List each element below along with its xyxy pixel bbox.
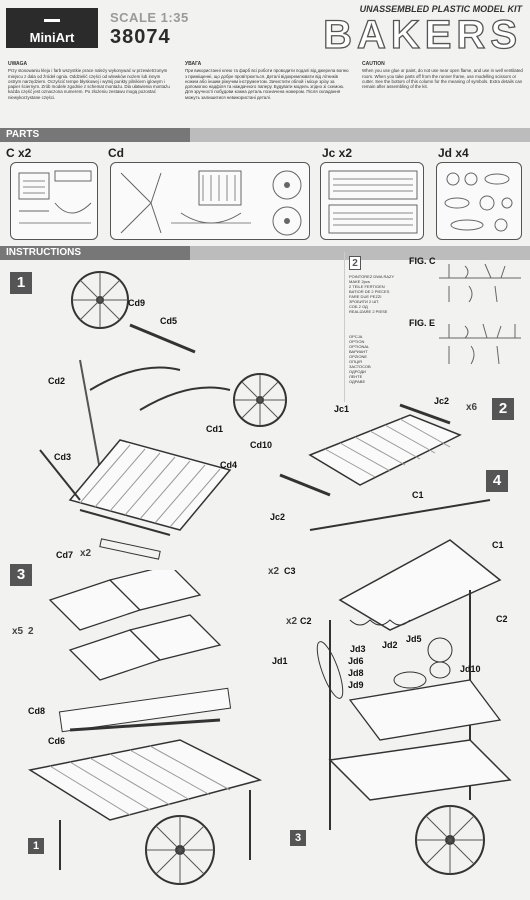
step-1-label-cd1: Cd1 (206, 424, 224, 434)
step-4-label-jd10: Jd10 (460, 664, 481, 674)
step-4-label-jd2: Jd2 (382, 640, 398, 650)
step-3-label-cd6: Cd6 (48, 736, 66, 746)
step-4-label-c3: C3 (284, 566, 296, 576)
kit-subtitle: UNASSEMBLED PLASTIC MODEL KIT (359, 4, 522, 14)
step-4-label-jd9: Jd9 (348, 680, 364, 690)
fig-e-label: FIG. E (409, 318, 436, 328)
parts-section-bar: PARTS (0, 128, 530, 142)
sprue-c-label: C x2 (6, 146, 32, 160)
sprue-jd-frame (436, 162, 522, 240)
step-1-label-cd9: Cd9 (128, 298, 146, 308)
sprue-cd-drawing (120, 170, 302, 236)
sprue-cd-label: Cd (108, 146, 124, 160)
step-1-number: 1 (10, 272, 32, 294)
kit-title: BAKERS (322, 13, 522, 57)
step-1-label-cd10: Cd10 (250, 440, 273, 450)
step-4-label-jd8: Jd8 (348, 668, 364, 678)
step-4-label-jd5: Jd5 (406, 634, 422, 644)
sprue-jd-drawing (444, 172, 513, 232)
step-1-label-cd3: Cd3 (54, 452, 72, 462)
instructions-section-bar: INSTRUCTIONS (0, 246, 530, 260)
step-1-label-cd7: Cd7 (56, 550, 74, 560)
warning-ukrainian-title: УВАГА (185, 61, 202, 67)
logo-crown-icon (44, 12, 60, 22)
fig-e-drawing (439, 323, 521, 365)
step-2-drawing (279, 403, 462, 497)
step-3-subassembly: 2 (28, 626, 34, 637)
sprue-c-frame (10, 162, 98, 240)
fig-c-drawing (439, 263, 521, 303)
step-4-label-c2-left: C2 (300, 616, 312, 626)
warning-english-title: CAUTION (362, 61, 385, 67)
step-4-label-c1-right: C1 (492, 540, 504, 550)
sprue-jc-label: Jc x2 (322, 146, 353, 160)
step-3-drawing (28, 570, 263, 885)
warning-ukrainian-text: При використанні клею та фарб всі роботи… (185, 68, 349, 100)
step-4-label-jd1: Jd1 (272, 656, 288, 666)
warning-polish-text: Przy stosowaniu kleju i farb wszystkie p… (8, 68, 170, 100)
step-2-multiplier: x6 (466, 402, 478, 413)
warning-polish-title: UWAGA (8, 61, 28, 67)
step-4-drawing (309, 499, 512, 875)
step-3-ref-1: 1 (28, 838, 44, 854)
warning-polish: UWAGA Przy stosowaniu kleju i farb wszys… (8, 61, 173, 100)
step-4-label-jd3: Jd3 (350, 644, 366, 654)
step-1-label-cd2: Cd2 (48, 376, 66, 386)
warning-ukrainian: УВАГА При використанні клею та фарб всі … (185, 61, 350, 100)
step-3-multiplier: x5 (12, 626, 24, 637)
step-1-drawing (39, 271, 287, 560)
sprue-cd-frame (110, 162, 310, 240)
step-4-label-c1-top: C1 (412, 490, 424, 500)
sprue-jd-label: Jd x4 (438, 146, 469, 160)
step-4-label-jd6: Jd6 (348, 656, 364, 666)
sprue-jc-drawing (328, 170, 418, 234)
legend-two-symbol: 2 (349, 256, 361, 270)
sprue-jc-frame (320, 162, 424, 240)
step-4-number: 4 (486, 470, 508, 492)
logo-text: MiniArt (29, 30, 75, 45)
step-4-ref-3: 3 (290, 830, 306, 846)
parts-bar-label: PARTS (6, 129, 40, 140)
miniart-logo: MiniArt (6, 8, 98, 48)
legend-make-lines: POINTOREZ DWA RAZY MAKE 2pcs 2 TEILE FER… (349, 274, 395, 314)
step-2-label-jc2-top: Jc2 (434, 396, 450, 406)
legend-option-lines: OPCJA OPTION OPTIONAL ВАРИАНТ OPZIONE ОП… (349, 334, 371, 384)
scale-label: SCALE 1:35 (110, 10, 189, 25)
kit-number: 38074 (110, 26, 171, 48)
instructions-bar-label: INSTRUCTIONS (6, 247, 81, 258)
step-1-label-cd4: Cd4 (220, 460, 238, 470)
warning-english-text: When you use glue or paint, do not use n… (362, 68, 523, 90)
step-1-multiplier: x2 (80, 548, 92, 559)
fig-c-label: FIG. C (409, 256, 436, 266)
step-4-c3-multiplier: x2 (268, 566, 280, 577)
step-2-label-jc1: Jc1 (334, 404, 350, 414)
symbol-legend: 2 POINTOREZ DWA RAZY MAKE 2pcs 2 TEILE F… (344, 252, 528, 402)
step-2-label-jc2-bottom: Jc2 (270, 512, 286, 522)
step-1-label-cd5: Cd5 (160, 316, 178, 326)
step-3-number: 3 (10, 564, 32, 586)
step-4-c2-multiplier: x2 (286, 616, 298, 627)
sprue-c-drawing (18, 170, 92, 224)
step-2-number: 2 (492, 398, 514, 420)
step-3-label-cd8: Cd8 (28, 706, 46, 716)
warning-english: CAUTION When you use glue or paint, do n… (362, 61, 527, 90)
step-4-label-c2-right: C2 (496, 614, 508, 624)
